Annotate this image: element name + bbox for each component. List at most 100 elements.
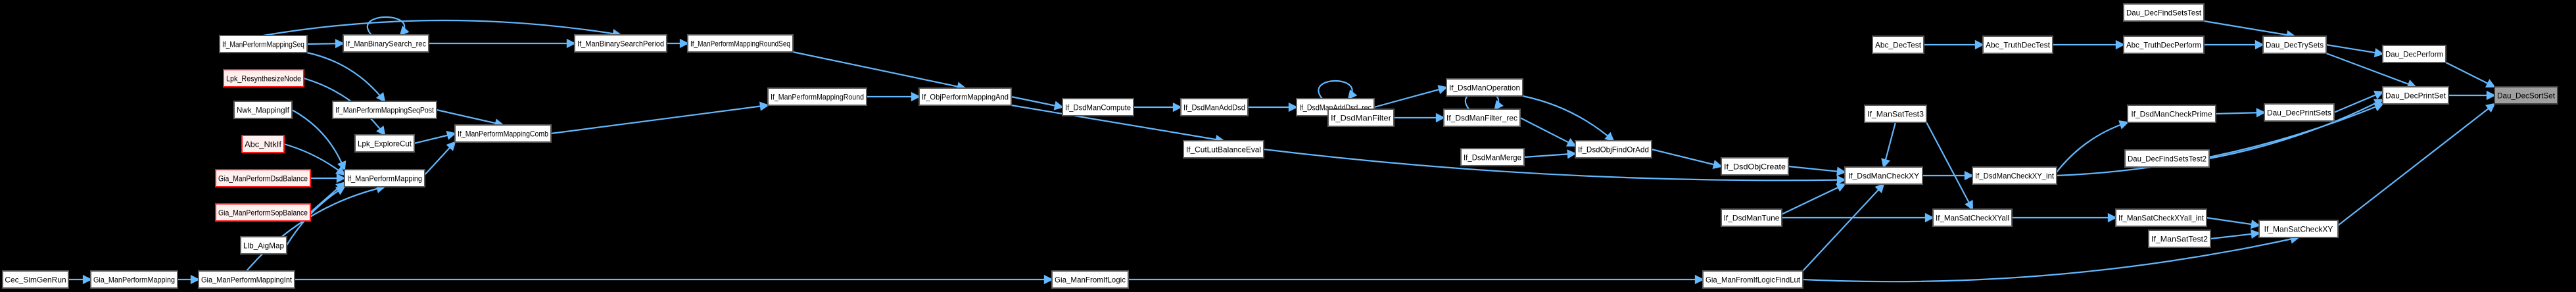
node-Gia_ManPerformSopBalance[interactable]: Gia_ManPerformSopBalance xyxy=(215,203,311,222)
node-If_ManSatCheckXYall[interactable]: If_ManSatCheckXYall xyxy=(1932,208,2013,227)
node-If_DsdManAddDsd[interactable]: If_DsdManAddDsd xyxy=(1180,98,1249,116)
edge-seq-bsper xyxy=(263,19,623,39)
node-box xyxy=(1062,98,1134,116)
node-box xyxy=(241,135,285,153)
node-Lpk_ResynthesizeNode[interactable]: Lpk_ResynthesizeNode xyxy=(223,69,304,87)
node-If_DsdManCheckXY_int[interactable]: If_DsdManCheckXY_int xyxy=(1972,166,2057,185)
node-label: If_DsdManFilter xyxy=(1331,114,1391,123)
node-If_ManSatTest2[interactable]: If_ManSatTest2 xyxy=(2148,230,2211,248)
edge-adddsdrec-oper xyxy=(1373,85,1448,109)
edge-printsets-printset xyxy=(2333,90,2384,114)
node-If_ManPerformMappingComb[interactable]: If_ManPerformMappingComb xyxy=(454,124,552,143)
node-box xyxy=(2382,45,2446,63)
node-box xyxy=(767,87,867,106)
node-label: Nwk_MappingIf xyxy=(237,106,290,115)
node-label: Abc_TruthDecPerform xyxy=(2126,41,2201,50)
edge-findlut-satcheckxy xyxy=(1802,234,2301,283)
node-label: If_ObjPerformMappingAnd xyxy=(922,93,1009,102)
edge-cutlut-checkxy xyxy=(1263,148,1847,185)
node-Gia_ManPerformDsdBalance[interactable]: Gia_ManPerformDsdBalance xyxy=(215,169,311,187)
edge-oper-findoradd xyxy=(1522,95,1615,142)
node-If_DsdManFilter_rec[interactable]: If_DsdManFilter_rec xyxy=(1443,109,1521,127)
node-If_DsdObjFindOrAdd[interactable]: If_DsdObjFindOrAdd xyxy=(1575,140,1652,158)
node-If_DsdManTune[interactable]: If_DsdManTune xyxy=(1721,208,1782,227)
node-box xyxy=(90,270,178,289)
node-box xyxy=(2262,36,2327,54)
node-If_DsdManMerge[interactable]: If_DsdManMerge xyxy=(1460,148,1525,166)
node-Abc_TruthDecTest[interactable]: Abc_TruthDecTest xyxy=(1982,36,2053,54)
edge-checkprime-printsets xyxy=(2215,108,2266,118)
edge-create-checkxy xyxy=(1788,165,1847,176)
node-Dau_DecFindSetsTest[interactable]: Dau_DecFindSetsTest xyxy=(2123,3,2205,22)
node-Dau_DecPrintSets[interactable]: Dau_DecPrintSets xyxy=(2264,103,2335,122)
node-box xyxy=(1443,109,1521,127)
node-If_ManPerformMappingRoundSeq[interactable]: If_ManPerformMappingRoundSeq xyxy=(687,34,794,53)
edge-objand-compute xyxy=(1011,95,1064,110)
edge-tune-checkxy xyxy=(1781,183,1846,215)
node-Gia_ManPerformMappingInt[interactable]: Gia_ManPerformMappingInt xyxy=(198,270,295,289)
node-label: Gia_ManPerformMapping xyxy=(93,276,175,285)
node-Abc_TruthDecPerform[interactable]: Abc_TruthDecPerform xyxy=(2123,36,2205,54)
node-box xyxy=(223,69,304,87)
node-box xyxy=(454,124,552,143)
node-label: Dau_DecFindSetsTest2 xyxy=(2128,155,2206,164)
edge-lpkres-lpkexp xyxy=(303,77,386,136)
node-box xyxy=(574,34,667,53)
node-label: If_ManBinarySearch_rec xyxy=(346,39,426,49)
node-If_ManPerformMappingSeqPost[interactable]: If_ManPerformMappingSeqPost xyxy=(332,101,437,119)
node-If_DsdManCheckPrime[interactable]: If_DsdManCheckPrime xyxy=(2127,105,2216,123)
edge-sattest3-checkxy xyxy=(1881,122,1897,169)
node-If_ManPerformMapping[interactable]: If_ManPerformMapping xyxy=(344,169,425,187)
node-Llb_AigMap[interactable]: Llb_AigMap xyxy=(240,236,287,255)
node-box xyxy=(2494,86,2558,105)
node-label: If_DsdManCompute xyxy=(1065,103,1131,112)
node-If_ManBinarySearch_rec[interactable]: If_ManBinarySearch_rec xyxy=(343,34,429,53)
node-box xyxy=(2127,105,2216,123)
node-If_DsdManCompute[interactable]: If_DsdManCompute xyxy=(1062,98,1134,116)
node-If_ManPerformMappingRound[interactable]: If_ManPerformMappingRound xyxy=(767,87,867,106)
node-label: Abc_NtkIf xyxy=(245,140,282,149)
node-Cec_SimGenRun[interactable]: Cec_SimGenRun xyxy=(2,270,69,289)
node-Abc_DecTest[interactable]: Abc_DecTest xyxy=(1872,36,1924,54)
node-If_DsdManFilter[interactable]: If_DsdManFilter xyxy=(1327,109,1395,127)
node-Abc_NtkIf[interactable]: Abc_NtkIf xyxy=(241,135,285,153)
node-Gia_ManPerformMapping[interactable]: Gia_ManPerformMapping xyxy=(90,270,178,289)
node-box xyxy=(1180,98,1249,116)
node-box xyxy=(1721,208,1782,227)
node-box xyxy=(1702,270,1803,289)
edge-ntkif-pm xyxy=(283,143,346,176)
node-If_DsdManCheckXY[interactable]: If_DsdManCheckXY xyxy=(1844,166,1923,185)
node-label: If_CutLutBalanceEval xyxy=(1186,145,1261,155)
node-If_ObjPerformMappingAnd[interactable]: If_ObjPerformMappingAnd xyxy=(918,87,1012,106)
node-label: If_ManPerformMappingComb xyxy=(458,130,548,139)
node-box xyxy=(219,35,308,53)
node-If_ManSatCheckXYall_int[interactable]: If_ManSatCheckXYall_int xyxy=(2115,208,2207,227)
node-label: If_ManPerformMappingRoundSeq xyxy=(690,39,790,49)
node-Dau_DecSortSet[interactable]: Dau_DecSortSet xyxy=(2494,86,2558,105)
node-box xyxy=(2382,86,2449,105)
node-If_ManBinarySearchPeriod[interactable]: If_ManBinarySearchPeriod xyxy=(574,34,667,53)
node-Gia_ManFromIfLogic[interactable]: Gia_ManFromIfLogic xyxy=(1051,270,1129,289)
node-If_ManPerformMappingSeq[interactable]: If_ManPerformMappingSeq xyxy=(219,35,308,53)
node-Gia_ManFromIfLogicFindLut[interactable]: Gia_ManFromIfLogicFindLut xyxy=(1702,270,1803,289)
node-label: Abc_DecTest xyxy=(1875,41,1922,50)
node-Dau_DecTrySets[interactable]: Dau_DecTrySets xyxy=(2262,36,2327,54)
node-If_CutLutBalanceEval[interactable]: If_CutLutBalanceEval xyxy=(1183,140,1264,158)
node-Nwk_MappingIf[interactable]: Nwk_MappingIf xyxy=(233,101,293,119)
edge-comb-round xyxy=(550,101,770,135)
node-label: If_ManBinarySearchPeriod xyxy=(577,39,664,49)
node-Dau_DecFindSetsTest2[interactable]: Dau_DecFindSetsTest2 xyxy=(2124,149,2210,168)
node-label: If_ManSatTest2 xyxy=(2151,235,2208,244)
node-If_ManSatTest3[interactable]: If_ManSatTest3 xyxy=(1864,105,1927,123)
node-Dau_DecPrintSet[interactable]: Dau_DecPrintSet xyxy=(2382,86,2449,105)
node-label: If_DsdObjFindOrAdd xyxy=(1578,145,1649,155)
edge-trysets-printset xyxy=(2326,52,2418,89)
edge-seqpost-comb xyxy=(436,109,505,128)
node-Dau_DecPerform[interactable]: Dau_DecPerform xyxy=(2382,45,2446,63)
node-Lpk_ExploreCut[interactable]: Lpk_ExploreCut xyxy=(354,134,415,153)
node-If_ManSatCheckXY[interactable]: If_ManSatCheckXY xyxy=(2258,220,2339,238)
node-If_DsdManOperation[interactable]: If_DsdManOperation xyxy=(1446,78,1523,97)
node-If_DsdObjCreate[interactable]: If_DsdObjCreate xyxy=(1721,157,1789,176)
edge-adddsdrec-self-loop xyxy=(1318,80,1358,100)
node-box xyxy=(1051,270,1129,289)
